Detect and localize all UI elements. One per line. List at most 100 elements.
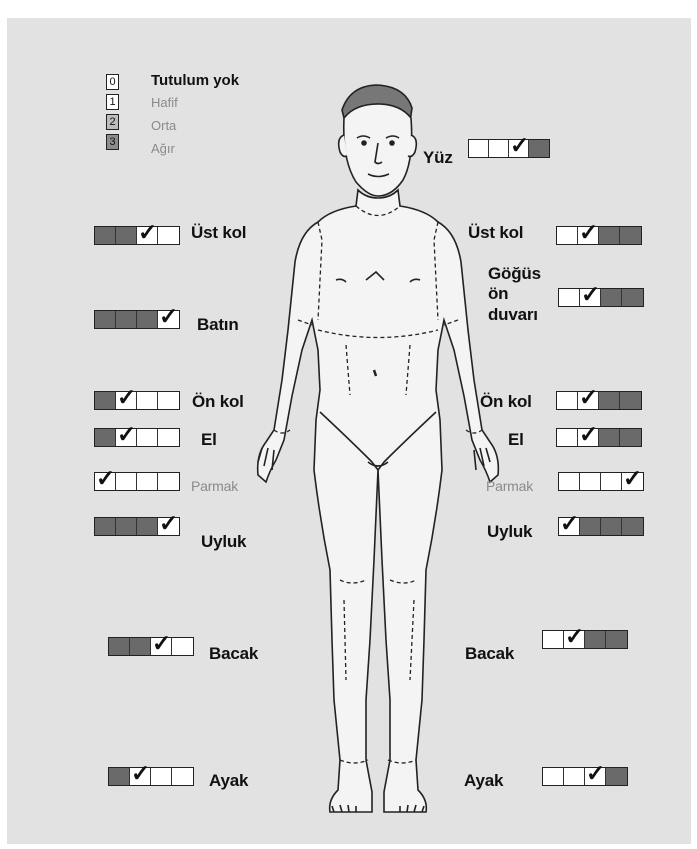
score-box-ust-kol-l[interactable]: ✓ <box>94 226 180 245</box>
score-box-bacak-l[interactable]: ✓ <box>108 637 194 656</box>
score-box-parmak-l[interactable]: ✓ <box>94 472 180 491</box>
score-box-on-kol-l[interactable]: ✓ <box>94 391 180 410</box>
score-cell[interactable] <box>137 311 158 328</box>
score-cell[interactable] <box>620 227 641 244</box>
score-box-ayak-l[interactable]: ✓ <box>108 767 194 786</box>
score-cell[interactable]: ✓ <box>158 311 179 328</box>
score-cell[interactable]: ✓ <box>137 227 158 244</box>
score-cell[interactable] <box>557 227 578 244</box>
score-cell[interactable] <box>580 473 601 490</box>
legend-box-3: 3 <box>106 134 119 150</box>
score-cell[interactable] <box>543 631 564 648</box>
check-icon: ✓ <box>117 386 136 409</box>
score-cell[interactable]: ✓ <box>622 473 643 490</box>
score-cell[interactable] <box>606 768 627 785</box>
score-box-uyluk-l[interactable]: ✓ <box>94 517 180 536</box>
score-cell[interactable] <box>601 289 622 306</box>
score-cell[interactable] <box>599 429 620 446</box>
score-cell[interactable] <box>116 227 137 244</box>
score-box-bacak-r[interactable]: ✓ <box>542 630 628 649</box>
score-cell[interactable] <box>557 429 578 446</box>
score-cell[interactable]: ✓ <box>564 631 585 648</box>
score-cell[interactable] <box>109 768 130 785</box>
score-cell[interactable] <box>489 140 509 157</box>
score-cell[interactable] <box>559 289 580 306</box>
score-cell[interactable] <box>158 429 179 446</box>
check-icon: ✓ <box>560 512 579 535</box>
score-cell[interactable] <box>137 392 158 409</box>
score-cell[interactable]: ✓ <box>151 638 172 655</box>
score-cell[interactable] <box>564 768 585 785</box>
score-cell[interactable]: ✓ <box>116 392 137 409</box>
score-box-el-r[interactable]: ✓ <box>556 428 642 447</box>
score-cell[interactable] <box>172 638 193 655</box>
score-cell[interactable] <box>585 631 606 648</box>
score-cell[interactable] <box>599 392 620 409</box>
score-cell[interactable] <box>158 473 179 490</box>
score-cell[interactable]: ✓ <box>578 227 599 244</box>
label-batin: Batın <box>197 316 239 333</box>
check-icon: ✓ <box>579 221 598 244</box>
score-box-yuz[interactable]: ✓ <box>468 139 550 158</box>
score-cell[interactable] <box>116 518 137 535</box>
score-cell[interactable] <box>137 518 158 535</box>
label-yuz: Yüz <box>423 149 453 166</box>
score-cell[interactable] <box>95 227 116 244</box>
check-icon: ✓ <box>565 625 584 648</box>
score-box-ust-kol-r[interactable]: ✓ <box>556 226 642 245</box>
score-cell[interactable] <box>469 140 489 157</box>
score-cell[interactable] <box>529 140 549 157</box>
score-cell[interactable] <box>137 429 158 446</box>
score-cell[interactable] <box>599 227 620 244</box>
score-cell[interactable] <box>137 473 158 490</box>
score-cell[interactable]: ✓ <box>130 768 151 785</box>
legend-label-2: Orta <box>151 118 176 133</box>
score-box-gogus[interactable]: ✓ <box>558 288 644 307</box>
score-cell[interactable]: ✓ <box>585 768 606 785</box>
score-cell[interactable]: ✓ <box>578 392 599 409</box>
score-cell[interactable] <box>158 227 179 244</box>
score-cell[interactable] <box>601 518 622 535</box>
check-icon: ✓ <box>117 423 136 446</box>
score-cell[interactable] <box>116 311 137 328</box>
score-box-batin[interactable]: ✓ <box>94 310 180 329</box>
score-cell[interactable] <box>620 392 641 409</box>
score-cell[interactable] <box>116 473 137 490</box>
score-cell[interactable] <box>559 473 580 490</box>
score-cell[interactable]: ✓ <box>559 518 580 535</box>
score-box-el-l[interactable]: ✓ <box>94 428 180 447</box>
score-cell[interactable] <box>601 473 622 490</box>
score-cell[interactable] <box>109 638 130 655</box>
score-cell[interactable] <box>622 518 643 535</box>
score-box-uyluk-r[interactable]: ✓ <box>558 517 644 536</box>
score-cell[interactable]: ✓ <box>578 429 599 446</box>
score-cell[interactable] <box>620 429 641 446</box>
score-cell[interactable]: ✓ <box>116 429 137 446</box>
score-cell[interactable] <box>95 311 116 328</box>
score-cell[interactable] <box>172 768 193 785</box>
legend-label-3: Ağır <box>151 141 175 156</box>
check-icon: ✓ <box>152 632 171 655</box>
score-cell[interactable]: ✓ <box>580 289 601 306</box>
legend-label-1: Hafif <box>151 95 178 110</box>
score-cell[interactable] <box>557 392 578 409</box>
score-cell[interactable]: ✓ <box>95 473 116 490</box>
score-cell[interactable] <box>95 518 116 535</box>
score-cell[interactable]: ✓ <box>158 518 179 535</box>
score-cell[interactable] <box>606 631 627 648</box>
score-box-parmak-r[interactable]: ✓ <box>558 472 644 491</box>
check-icon: ✓ <box>623 467 642 490</box>
label-el-right: El <box>508 431 524 448</box>
score-cell[interactable] <box>158 392 179 409</box>
score-cell[interactable] <box>95 429 116 446</box>
score-box-ayak-r[interactable]: ✓ <box>542 767 628 786</box>
score-cell[interactable] <box>151 768 172 785</box>
score-cell[interactable] <box>130 638 151 655</box>
score-cell[interactable] <box>622 289 643 306</box>
score-cell[interactable] <box>580 518 601 535</box>
score-cell[interactable] <box>95 392 116 409</box>
score-cell[interactable] <box>543 768 564 785</box>
score-cell[interactable]: ✓ <box>509 140 529 157</box>
score-box-on-kol-r[interactable]: ✓ <box>556 391 642 410</box>
label-el-left: El <box>201 431 217 448</box>
